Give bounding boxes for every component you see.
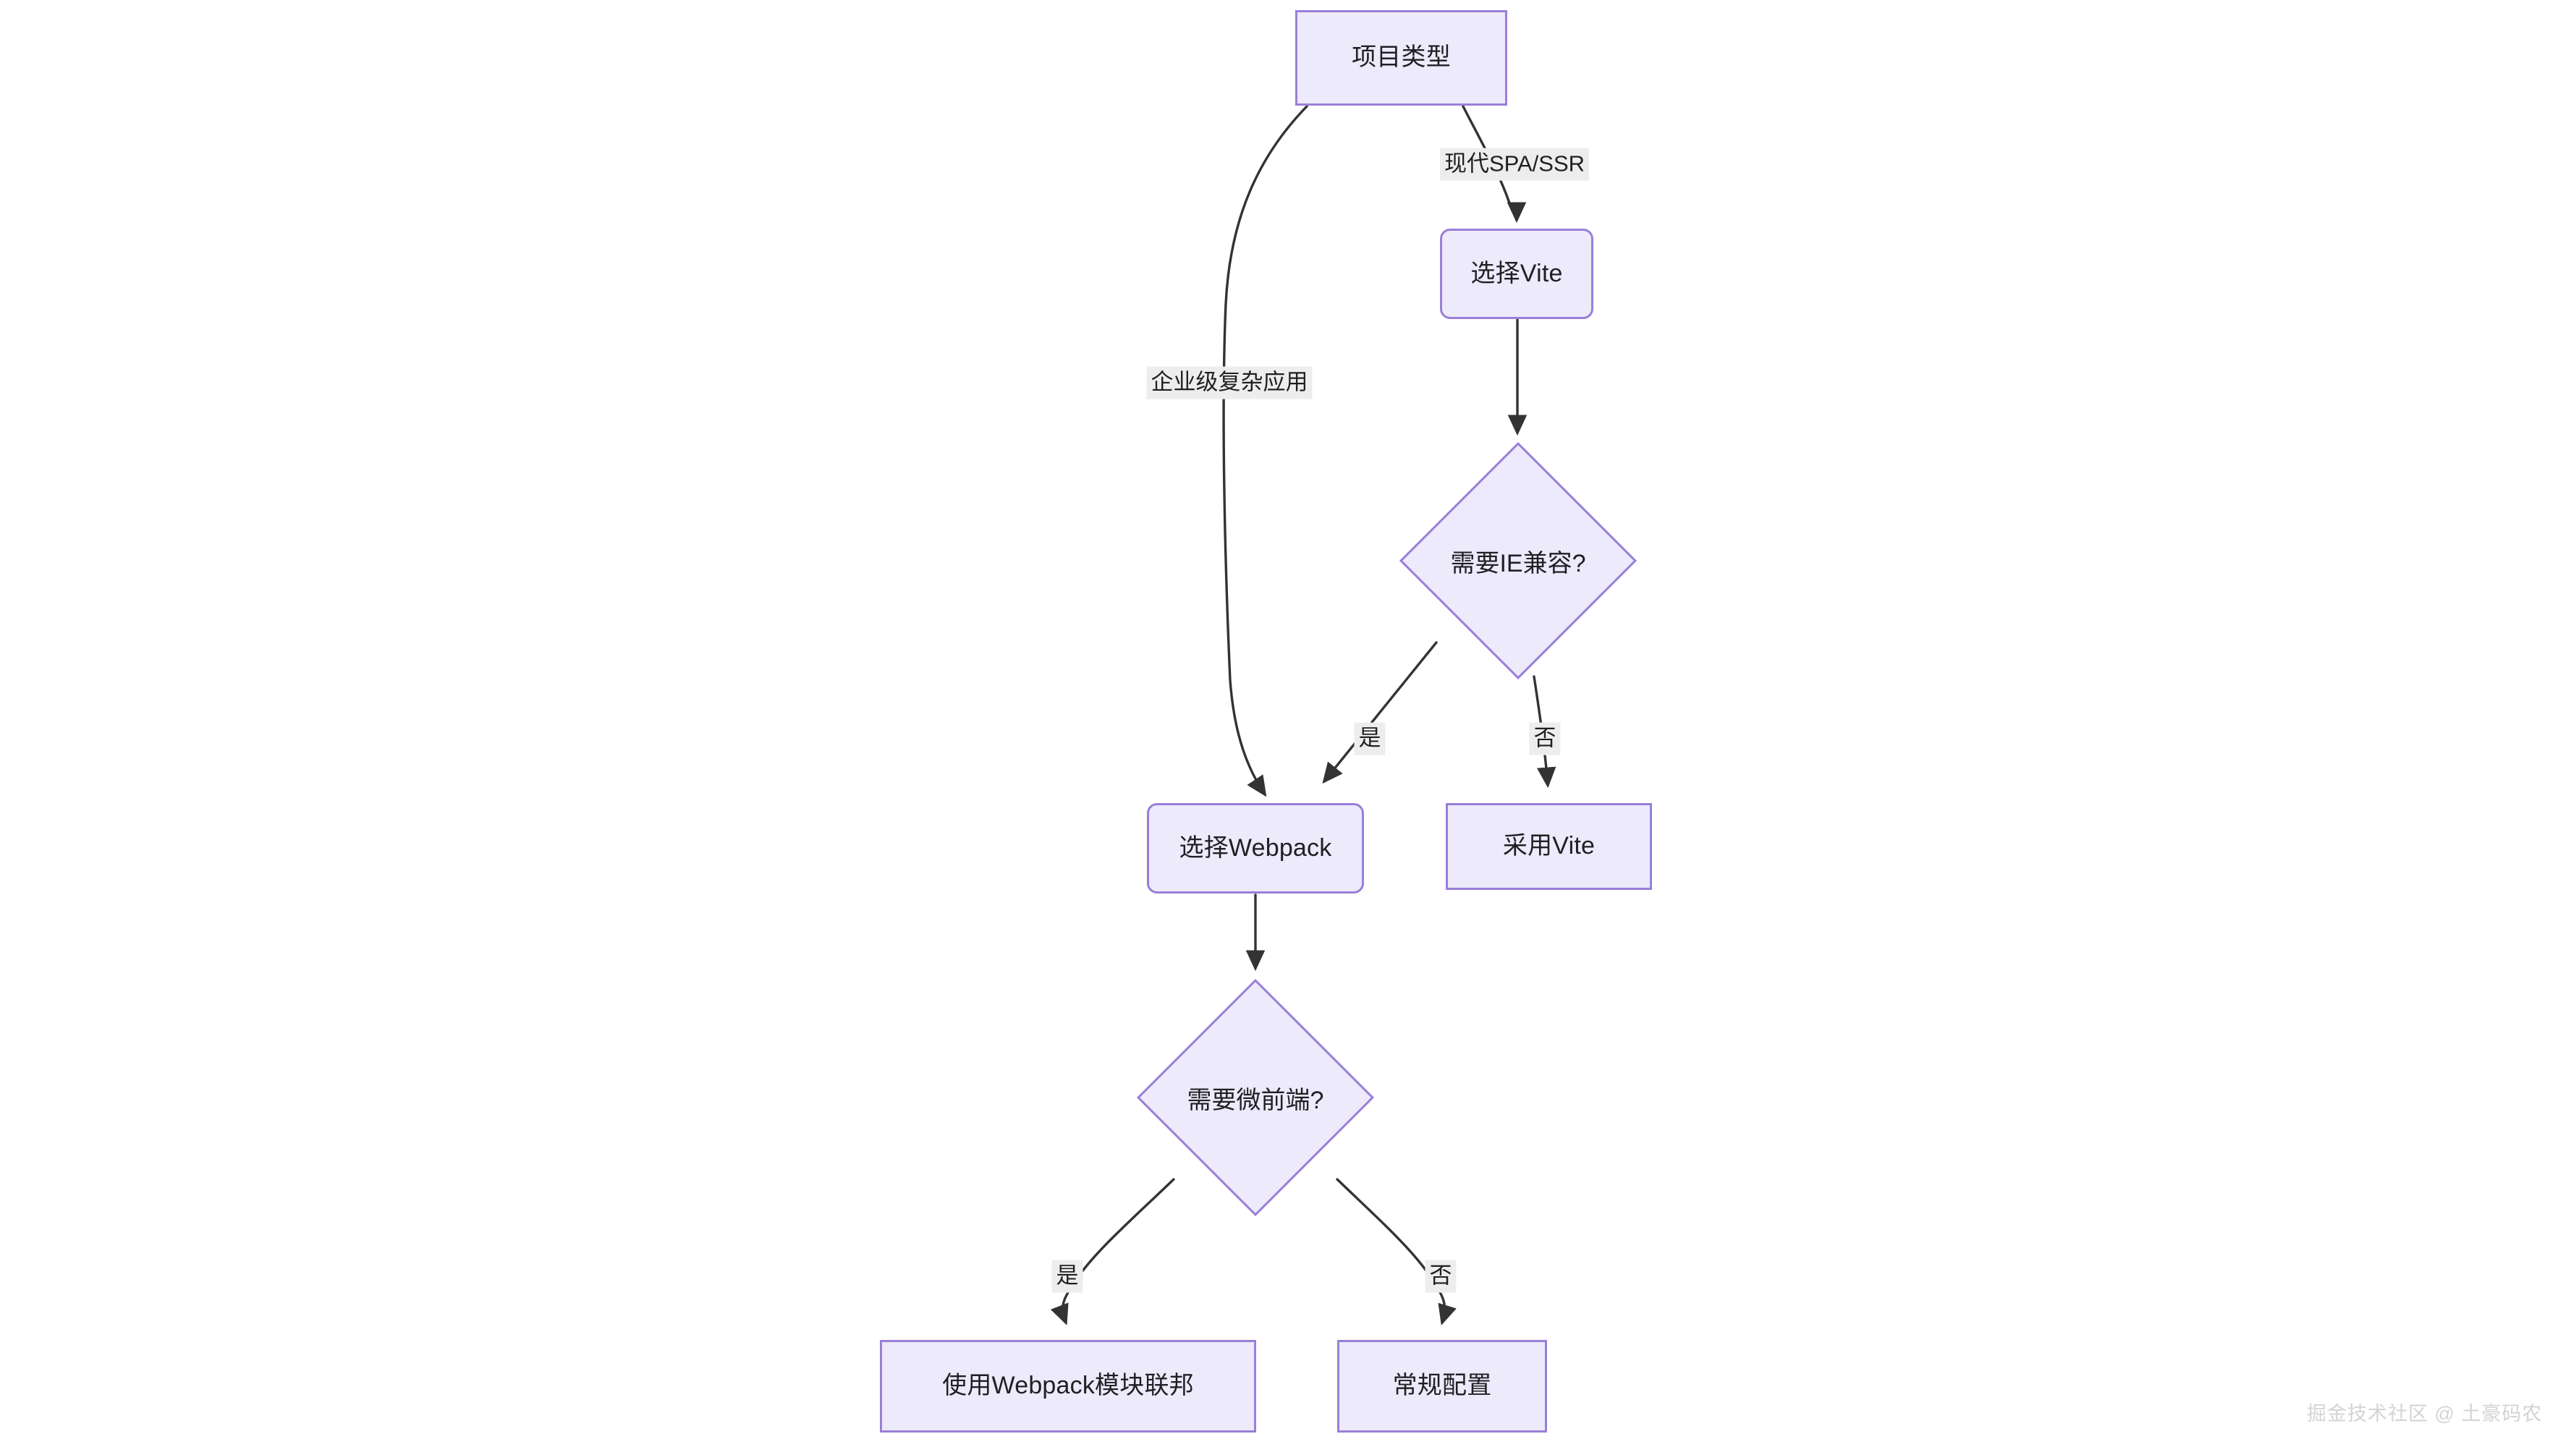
node-need-ie-compat[interactable]: 需要IE兼容? <box>1399 441 1637 680</box>
edge-project-type-to-choose-webpack <box>1222 105 1308 797</box>
edge-need-ie-to-choose-webpack <box>1322 641 1438 784</box>
node-project-type[interactable]: 项目类型 <box>1295 10 1507 106</box>
edge-project-type-to-choose-vite <box>1462 105 1527 224</box>
node-need-micro-frontend[interactable]: 需要微前端? <box>1136 978 1375 1217</box>
node-need-micro-frontend-label: 需要微前端? <box>1187 1086 1324 1114</box>
edge-label-ie-no: 否 <box>1529 722 1561 755</box>
edge-label-enterprise-complex-app: 企业级复杂应用 <box>1146 366 1313 399</box>
node-adopt-vite[interactable]: 采用Vite <box>1446 803 1652 890</box>
node-webpack-module-federation[interactable]: 使用Webpack模块联邦 <box>880 1340 1256 1433</box>
edge-label-ie-yes: 是 <box>1354 722 1386 755</box>
node-webpack-module-federation-label: 使用Webpack模块联邦 <box>942 1372 1194 1400</box>
watermark: 掘金技术社区 @ 土豪码农 <box>2307 1403 2543 1425</box>
node-need-ie-compat-label: 需要IE兼容? <box>1450 549 1586 577</box>
edge-label-micro-frontend-no: 否 <box>1425 1260 1457 1293</box>
node-normal-config[interactable]: 常规配置 <box>1337 1340 1547 1433</box>
node-choose-webpack[interactable]: 选择Webpack <box>1147 803 1364 894</box>
edge-label-modern-spa-ssr: 现代SPA/SSR <box>1439 148 1590 181</box>
node-choose-vite-label: 选择Vite <box>1470 259 1563 287</box>
node-choose-vite[interactable]: 选择Vite <box>1440 229 1593 319</box>
node-choose-webpack-label: 选择Webpack <box>1179 833 1332 862</box>
node-normal-config-label: 常规配置 <box>1392 1372 1492 1400</box>
node-adopt-vite-label: 采用Vite <box>1502 832 1596 860</box>
edge-label-micro-frontend-yes: 是 <box>1051 1260 1083 1293</box>
node-project-type-label: 项目类型 <box>1352 43 1451 72</box>
